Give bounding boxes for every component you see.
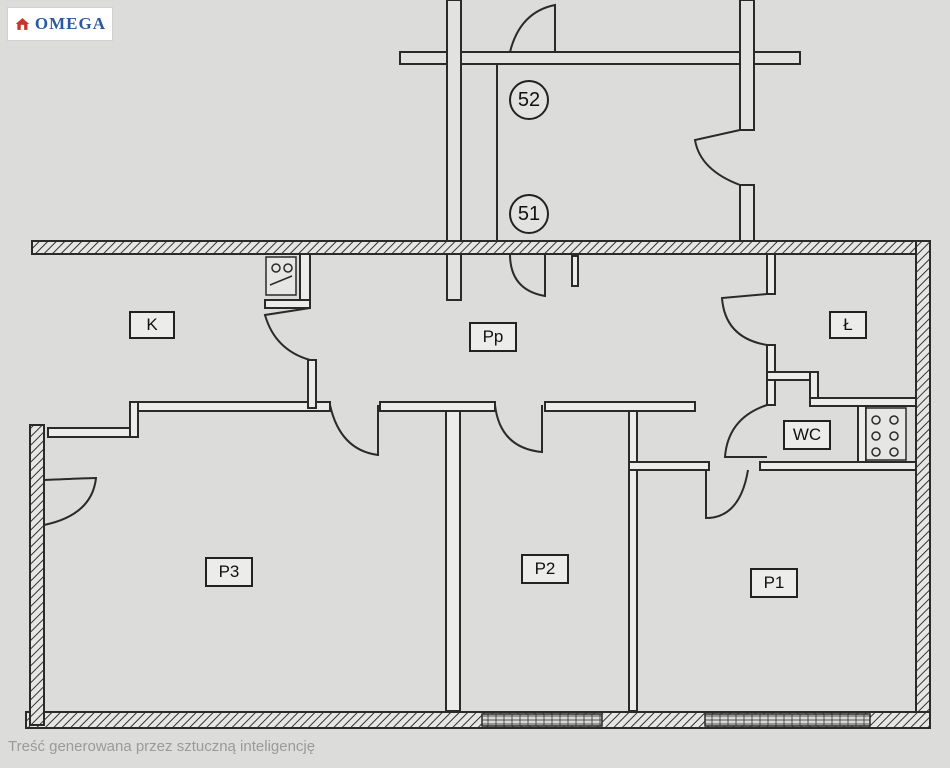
room-label-hall: Pp xyxy=(469,322,517,352)
interior-walls xyxy=(47,253,917,712)
omega-logo: OMEGA xyxy=(7,7,113,41)
unit-number-upper: 52 xyxy=(509,80,549,120)
unit-number-lower: 51 xyxy=(509,194,549,234)
room-label-bathroom: Ł xyxy=(829,311,867,339)
exterior-walls xyxy=(25,240,931,729)
corridor-doors xyxy=(509,3,741,186)
windows xyxy=(481,713,871,727)
room-label-wc: WC xyxy=(783,420,831,450)
bathroom-sink-icon xyxy=(865,407,907,461)
logo-text: OMEGA xyxy=(34,14,106,33)
kitchen-stove-icon xyxy=(265,256,297,296)
ai-caption: Treść generowana przez sztuczną intelige… xyxy=(8,738,316,755)
door-swings xyxy=(43,253,768,526)
room-label-kitchen: K xyxy=(129,311,175,339)
room-label-p1: P1 xyxy=(750,568,798,598)
room-label-p2: P2 xyxy=(521,554,569,584)
room-label-p3: P3 xyxy=(205,557,253,587)
house-icon xyxy=(15,18,30,30)
